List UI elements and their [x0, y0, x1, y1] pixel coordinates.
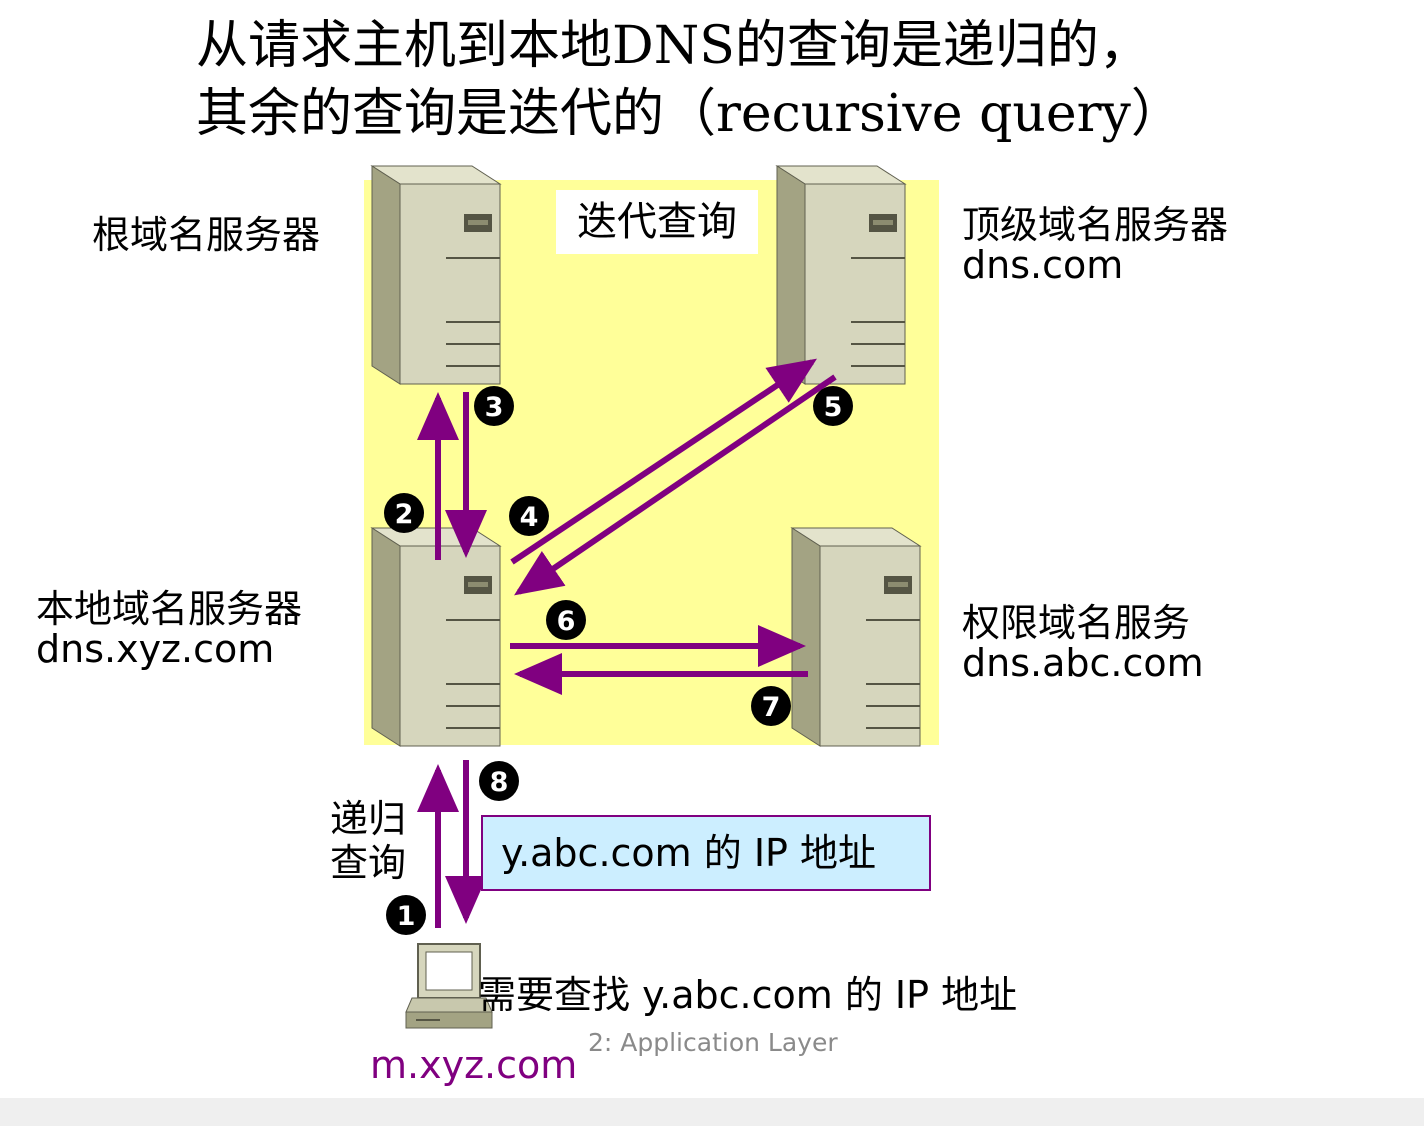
step-badge-7: 7: [751, 686, 791, 726]
requesting-host-computer-icon: [405, 943, 493, 1029]
slide-title-line-1: 从请求主机到本地DNS的查询是递归的，: [196, 16, 1151, 76]
requesting-host-label: m.xyz.com: [370, 1043, 578, 1087]
step-number-5: 5: [824, 392, 843, 423]
tld-server-name: 顶级域名服务器: [962, 203, 1229, 247]
local-server-host: dns.xyz.com: [36, 626, 275, 671]
authoritative-server-name: 权限域名服务: [962, 601, 1191, 645]
viewer-bottom-bar: [0, 1098, 1424, 1126]
root-server-label: 根域名服务器: [92, 213, 321, 257]
arrow-step-5: [514, 374, 837, 596]
local-server-icon: [371, 527, 501, 747]
step-badge-4: 4: [509, 496, 549, 536]
step-number-2: 2: [395, 499, 414, 530]
query-arrows: [417, 358, 837, 928]
tld-server-host: dns.com: [962, 242, 1124, 287]
authoritative-server-host: dns.abc.com: [962, 640, 1204, 685]
arrow-step-4: [510, 358, 817, 565]
lookup-request-text: 需要查找 y.abc.com 的 IP 地址: [478, 973, 1018, 1017]
root-server-name: 根域名服务器: [92, 213, 321, 257]
step-number-4: 4: [520, 502, 539, 533]
root-server-icon: [371, 165, 501, 385]
recursive-query-line-2: 查询: [330, 840, 407, 885]
slide-title-line-2: 其余的查询是迭代的（recursive query）: [196, 84, 1183, 144]
step-badge-1: 1: [386, 895, 426, 935]
tld-server-icon: [776, 165, 906, 385]
step-number-3: 3: [485, 392, 504, 423]
authoritative-server-icon: [791, 527, 921, 747]
step-badge-3: 3: [474, 386, 514, 426]
step-number-8: 8: [490, 767, 509, 798]
step-badge-2: 2: [384, 493, 424, 533]
step-number-1: 1: [397, 901, 416, 932]
step-number-6: 6: [557, 606, 576, 637]
answer-box: y.abc.com 的 IP 地址: [481, 815, 931, 891]
step-badge-8: 8: [479, 761, 519, 801]
step-badge-6: 6: [546, 600, 586, 640]
local-server-label: 本地域名服务器 dns.xyz.com: [36, 587, 303, 671]
step-badge-5: 5: [813, 386, 853, 426]
local-server-name: 本地域名服务器: [36, 587, 303, 631]
recursive-query-label: 递归 查询: [330, 797, 407, 885]
slide-footer: 2: Application Layer: [588, 1028, 838, 1057]
tld-server-label: 顶级域名服务器 dns.com: [962, 203, 1229, 287]
recursive-query-line-1: 递归: [330, 797, 407, 841]
step-number-7: 7: [762, 692, 781, 723]
authoritative-server-label: 权限域名服务 dns.abc.com: [962, 601, 1204, 685]
iterative-query-label: 迭代查询: [556, 190, 758, 254]
